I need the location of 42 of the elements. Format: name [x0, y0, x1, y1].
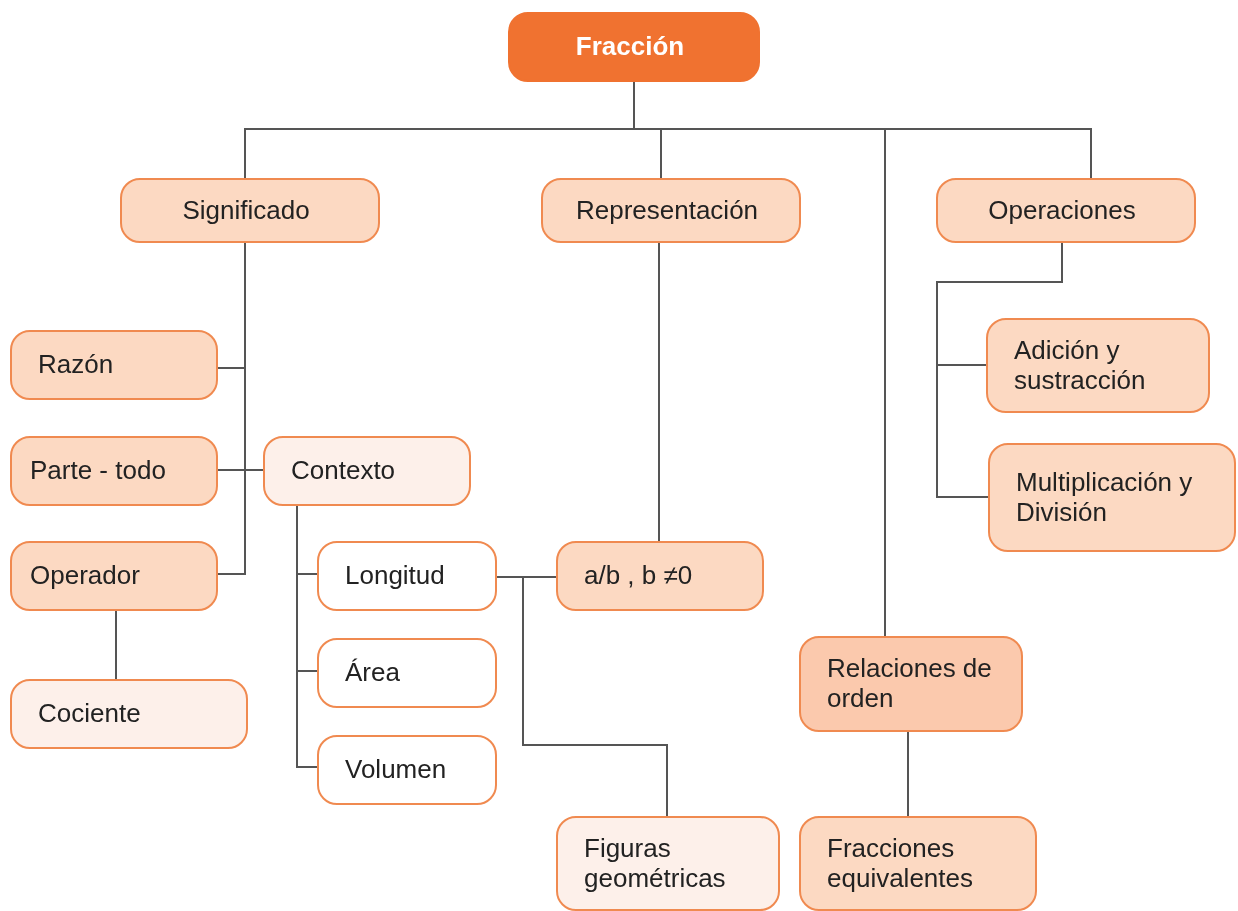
concept-box — [317, 638, 497, 708]
node-label: Significado — [182, 195, 310, 226]
connector-line — [658, 242, 660, 542]
connector-line — [217, 469, 264, 471]
node-label: Cociente — [38, 699, 141, 729]
node-label: Contexto — [291, 456, 396, 486]
node-label: Fracción — [575, 32, 685, 62]
node-label: Volumen — [345, 755, 447, 785]
connector-line — [115, 610, 117, 680]
concept-box — [799, 636, 1023, 732]
node-label: Área — [345, 658, 400, 688]
connector-line — [296, 505, 318, 768]
concept-box — [263, 436, 471, 506]
concept-box — [10, 330, 218, 400]
concept-box — [10, 679, 248, 749]
node-label: Multiplicación y División — [1016, 467, 1194, 528]
concept-box — [556, 541, 764, 611]
concept-box — [317, 541, 497, 611]
concept-box — [120, 178, 380, 243]
connector-line — [217, 242, 246, 575]
node-label: Adición y sustracción — [1014, 335, 1147, 396]
concept-box — [936, 178, 1196, 243]
concept-box — [317, 735, 497, 805]
concept-box — [799, 816, 1037, 911]
connector-line — [907, 731, 909, 817]
node-label: Longitud — [345, 561, 445, 591]
node-label: Relaciones de orden — [827, 654, 993, 714]
title-box — [508, 12, 760, 82]
node-label: Figuras geométricas — [584, 833, 727, 894]
node-label: Fracciones equivalentes — [827, 833, 974, 894]
concept-box — [10, 541, 218, 611]
node-label: Razón — [38, 350, 114, 380]
concept-box — [10, 436, 218, 506]
node-label: Parte - todo — [30, 456, 166, 486]
concept-box — [986, 318, 1210, 413]
node-label: a/b , b ≠0 — [584, 561, 693, 591]
concept-box — [541, 178, 801, 243]
node-label: Operador — [30, 561, 140, 591]
node-label: Representación — [575, 195, 759, 226]
concept-box — [556, 816, 780, 911]
concept-box — [988, 443, 1236, 552]
node-label: Operaciones — [988, 195, 1136, 226]
